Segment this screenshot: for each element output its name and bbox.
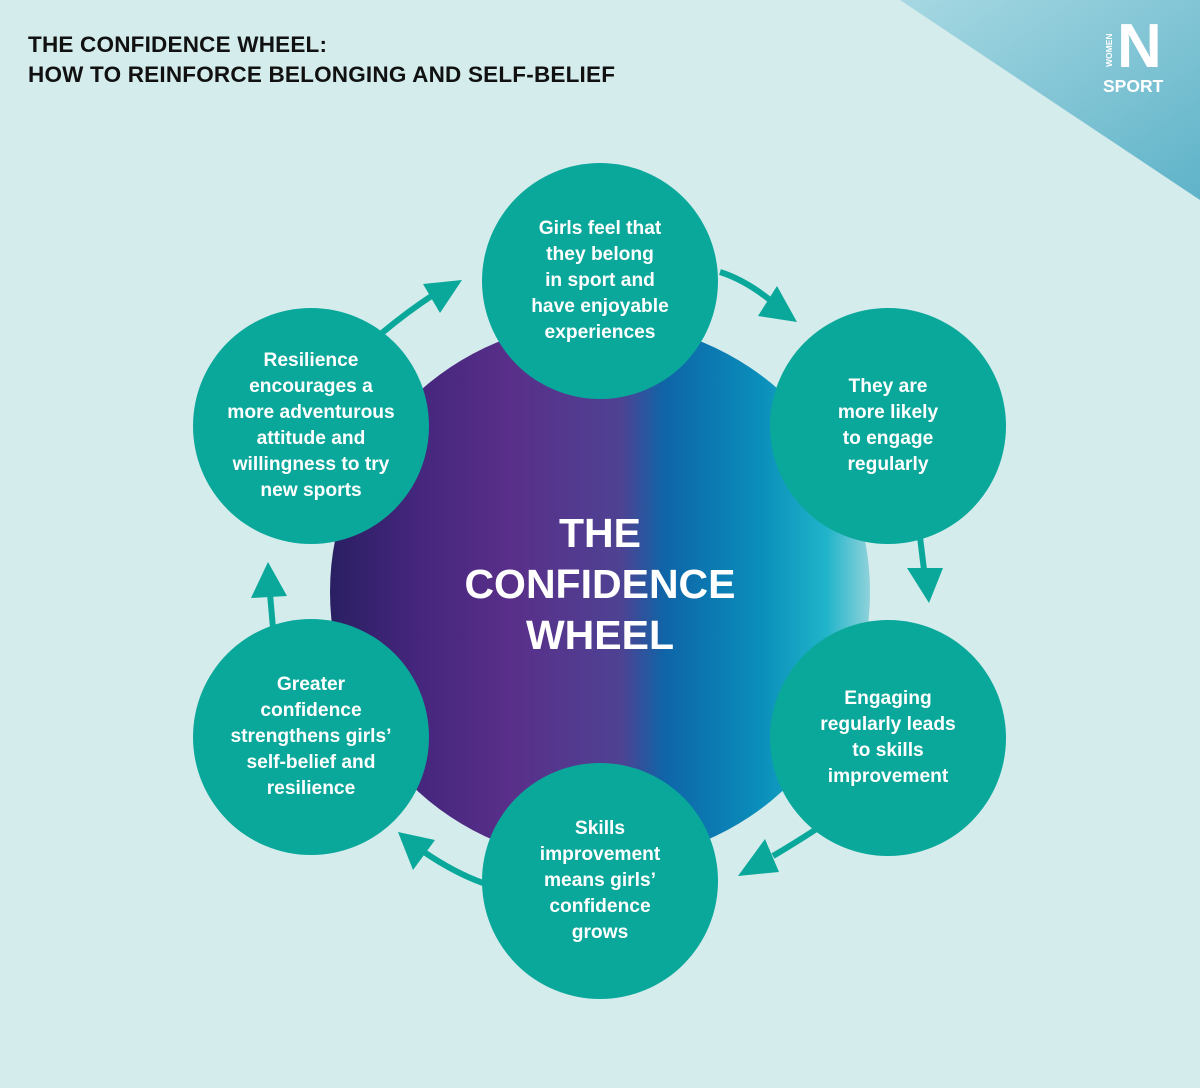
step-text-line: Skills — [574, 818, 626, 839]
step-text: Skills improvement means girls’ confiden… — [496, 816, 704, 946]
step-text-line: new sports — [260, 480, 362, 501]
arrowhead-icon — [398, 832, 435, 870]
step-text-line: resilience — [266, 778, 356, 799]
step-text-line: willingness to try — [232, 454, 390, 475]
step-text-line: experiences — [544, 322, 656, 343]
title-line-2: HOW TO REINFORCE BELONGING AND SELF-BELI… — [28, 62, 616, 87]
arrow-step4-to-step5 — [422, 849, 485, 886]
step-text: Greater confidence strengthens girls’ se… — [207, 672, 415, 802]
arrowhead-icon — [907, 568, 943, 603]
step-text-line: strengthens girls’ — [230, 726, 392, 747]
arrowhead-icon — [423, 280, 462, 313]
step-node-5: Greater confidence strengthens girls’ se… — [193, 619, 429, 855]
step-text-line: Resilience — [263, 350, 359, 371]
hub-label: THE CONFIDENCE WHEEL — [400, 508, 800, 661]
corner-decoration — [900, 0, 1200, 200]
women-in-sport-logo: WOMEN N SPORT — [1103, 16, 1173, 98]
step-text-line: self-belief and — [246, 752, 376, 773]
hub-label-line: CONFIDENCE — [464, 561, 736, 607]
hub-label-line: THE — [559, 510, 641, 556]
hub-label-line: WHEEL — [525, 612, 675, 658]
logo-sport-text: SPORT — [1103, 76, 1164, 96]
step-text: Resilience encourages a more adventurous… — [207, 348, 415, 504]
step-text-line: more likely — [837, 402, 939, 423]
step-text-line: more adventurous — [227, 402, 395, 423]
step-node-1: Girls feel that they belong in sport and… — [482, 163, 718, 399]
step-text-line: attitude and — [256, 428, 366, 449]
step-text-line: encourages a — [249, 376, 373, 397]
step-text-line: improvement — [539, 844, 661, 865]
step-node-2: They are more likely to engage regularly — [770, 308, 1006, 544]
step-text-line: confidence — [260, 700, 362, 721]
step-text-line: regularly — [847, 454, 929, 475]
step-node-6: Resilience encourages a more adventurous… — [193, 308, 429, 544]
arrow-step5-to-step6 — [267, 593, 276, 629]
arrowhead-icon — [251, 562, 287, 598]
arrowhead-icon — [738, 839, 779, 876]
arrow-step6-to-step1 — [380, 292, 435, 336]
arrowhead-icon — [758, 286, 797, 322]
step-text-line: means girls’ — [544, 870, 656, 891]
step-text-line: to skills — [852, 740, 924, 761]
step-text-line: to engage — [842, 428, 934, 449]
step-text-line: They are — [848, 376, 928, 397]
title-line-1: THE CONFIDENCE WHEEL: — [28, 32, 328, 57]
step-text-line: they belong — [546, 244, 654, 265]
step-text-line: Greater — [276, 674, 346, 695]
arrow-step1-to-step2 — [719, 269, 772, 303]
step-text: Engaging regularly leads to skills impro… — [784, 686, 992, 790]
step-node-3: Engaging regularly leads to skills impro… — [770, 620, 1006, 856]
step-text-line: Engaging — [844, 688, 932, 709]
step-text: Girls feel that they belong in sport and… — [496, 216, 704, 346]
step-text-line: regularly leads — [820, 714, 956, 735]
arrow-step3-to-step4 — [771, 825, 820, 859]
page-title: THE CONFIDENCE WHEEL: HOW TO REINFORCE B… — [28, 30, 615, 90]
step-text-line: improvement — [827, 766, 949, 787]
step-text-line: Girls feel that — [538, 218, 662, 239]
step-text-line: grows — [571, 922, 629, 943]
step-text-line: confidence — [549, 896, 651, 917]
logo-n-letter: N — [1117, 12, 1162, 81]
step-node-4: Skills improvement means girls’ confiden… — [482, 763, 718, 999]
step-text: They are more likely to engage regularly — [784, 374, 992, 478]
step-text-line: have enjoyable — [531, 296, 669, 317]
step-text-line: in sport and — [545, 270, 655, 291]
